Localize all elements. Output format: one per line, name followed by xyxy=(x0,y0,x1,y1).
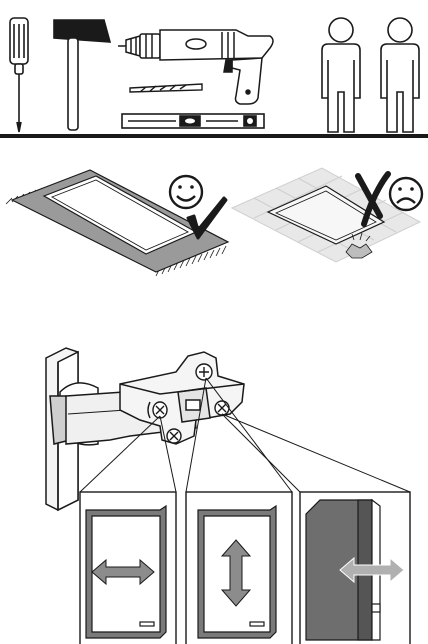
spirit-level-icon xyxy=(121,113,265,129)
height-adjust-screw xyxy=(195,363,213,381)
depth-adjust-screw xyxy=(214,400,230,416)
screwdriver-icon xyxy=(9,17,29,133)
frowning-face-icon xyxy=(388,176,424,212)
drill-bit-icon xyxy=(129,83,203,93)
person-icon xyxy=(380,17,420,133)
power-drill-icon xyxy=(118,29,274,105)
door-panel-depth xyxy=(305,498,381,641)
cross-mark-icon xyxy=(355,171,391,227)
hinge-section xyxy=(45,347,411,644)
tiled-floor-surface-bad xyxy=(230,167,422,263)
debris-pile xyxy=(345,232,373,259)
arrow-up-down-icon xyxy=(220,539,252,607)
smiley-face-icon xyxy=(168,174,204,210)
person-icon xyxy=(321,17,361,133)
arrow-left-right-icon xyxy=(91,558,155,586)
hammer-icon xyxy=(53,19,112,131)
surface-section xyxy=(5,167,424,277)
arrow-depth-icon xyxy=(339,556,405,584)
hinge-body xyxy=(119,351,245,445)
tools-section xyxy=(9,17,420,133)
section-divider xyxy=(0,134,428,138)
check-mark-icon xyxy=(186,196,228,240)
callout-lines xyxy=(79,377,411,493)
mounting-screw xyxy=(166,428,182,444)
